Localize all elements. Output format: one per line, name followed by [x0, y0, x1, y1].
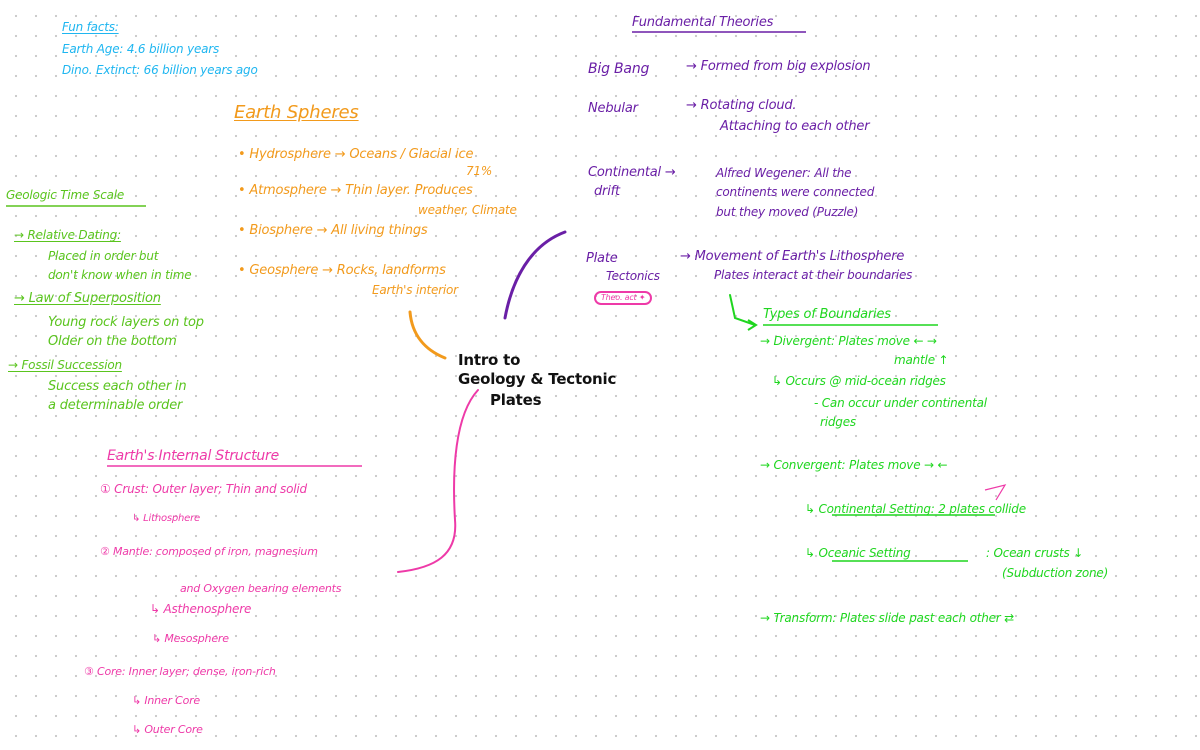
timescale-superposition-2: Older on the bottom — [48, 334, 177, 349]
boundary-convergent: → Convergent: Plates move → ← — [760, 458, 948, 472]
theory-plate-desc2: Plates interact at their boundaries — [714, 268, 913, 282]
structure-core: ③ Core: Inner layer; dense, iron-rich — [84, 665, 276, 678]
timescale-relative-2: don't know when in time — [48, 268, 192, 282]
boundary-continental: ↳ Continental Setting: 2 plates collide — [805, 502, 1026, 516]
boundary-divergent-3: ↳ Occurs @ mid-ocean ridges — [772, 374, 946, 388]
boundary-divergent-2: mantle ↑ — [894, 353, 949, 367]
connector-structure — [397, 389, 479, 573]
boundary-divergent-5: ridges — [820, 415, 856, 429]
boundaries-title: Types of Boundaries — [763, 307, 891, 322]
fun-facts-title: Fun facts: — [62, 20, 119, 34]
timescale-relative: → Relative Dating: — [14, 228, 121, 242]
center-topic-line3: Plates — [490, 391, 542, 409]
connector-spheres — [408, 310, 447, 360]
boundary-oceanic-desc2: (Subduction zone) — [1002, 566, 1109, 580]
boundary-transform: → Transform: Plates slide past each othe… — [760, 611, 1015, 625]
timescale-fossil-2: a determinable order — [48, 398, 183, 413]
theory-drift-desc2: continents were connected — [716, 185, 875, 199]
structure-crust-sub: ↳ Lithosphere — [132, 513, 200, 524]
theory-bigbang: Big Bang — [588, 61, 650, 77]
theory-nebular-desc: → Rotating cloud. — [686, 98, 797, 113]
structure-mantle-sub1: ↳ Asthenosphere — [150, 602, 252, 616]
structure-mantle-sub2: ↳ Mesosphere — [152, 632, 229, 645]
center-topic-line1: Intro to — [458, 351, 521, 369]
structure-crust: ① Crust: Outer layer; Thin and solid — [100, 482, 307, 496]
connector-boundaries — [729, 294, 756, 326]
theory-nebular: Nebular — [588, 101, 638, 116]
fun-fact-earth-age: Earth Age: 4.6 billion years — [62, 42, 220, 56]
sphere-geo-2: Earth's interior — [372, 283, 458, 297]
theory-drift-2: drift — [594, 184, 620, 199]
sphere-atmo-2: weather, Climate — [418, 203, 517, 217]
timescale-superposition: → Law of Superposition — [14, 291, 161, 306]
sphere-bio: • Biosphere → All living things — [238, 223, 428, 238]
theory-drift-desc: Alfred Wegener: All the — [716, 166, 852, 180]
arrow-boundaries — [747, 319, 758, 331]
timescale-relative-1: Placed in order but — [48, 249, 159, 263]
sphere-hydro-pct: 71% — [466, 164, 493, 178]
sphere-atmo: • Atmosphere → Thin layer. Produces — [238, 183, 473, 198]
sphere-hydro: • Hydrosphere → Oceans / Glacial ice — [238, 147, 474, 162]
boundary-oceanic: ↳ Oceanic Setting — [805, 546, 911, 560]
theories-title: Fundamental Theories — [632, 15, 774, 30]
timescale-fossil: → Fossil Succession — [8, 358, 122, 372]
center-topic-line2: Geology & Tectonic — [458, 370, 617, 388]
theory-plate-2: Tectonics — [606, 269, 660, 283]
structure-title: Earth's Internal Structure — [107, 448, 280, 464]
theory-bigbang-desc: → Formed from big explosion — [686, 59, 871, 74]
boundary-divergent-4: - Can occur under continental — [814, 396, 987, 410]
theory-plate: Plate — [586, 251, 618, 266]
fun-fact-dino: Dino. Extinct: 66 billion years ago — [62, 63, 258, 77]
structure-mantle: ② Mantle: composed of iron, magnesium — [100, 545, 318, 558]
timescale-title: Geologic Time Scale — [6, 188, 125, 202]
timescale-fossil-1: Success each other in — [48, 379, 187, 394]
theory-drift: Continental → — [588, 165, 676, 180]
theory-drift-desc3: but they moved (Puzzle) — [716, 205, 859, 219]
spheres-title: Earth Spheres — [234, 102, 359, 123]
structure-mantle-2: and Oxygen bearing elements — [180, 582, 342, 595]
boundary-divergent: → Divergent: Plates move ← → — [760, 334, 937, 348]
boundary-oceanic-desc: : Ocean crusts ↓ — [986, 546, 1084, 560]
connector-theories — [503, 230, 567, 320]
structure-core-sub2: ↳ Outer Core — [132, 723, 203, 736]
structure-core-sub1: ↳ Inner Core — [132, 694, 200, 707]
timescale-superposition-1: Young rock layers on top — [48, 315, 204, 330]
theory-plate-desc: → Movement of Earth's Lithosphere — [680, 249, 905, 264]
theory-tag: Theo. act ✦ — [594, 291, 653, 305]
theory-nebular-desc2: Attaching to each other — [720, 119, 870, 134]
pink-scribble — [984, 484, 1007, 501]
sphere-geo: • Geosphere → Rocks, landforms — [238, 263, 446, 278]
